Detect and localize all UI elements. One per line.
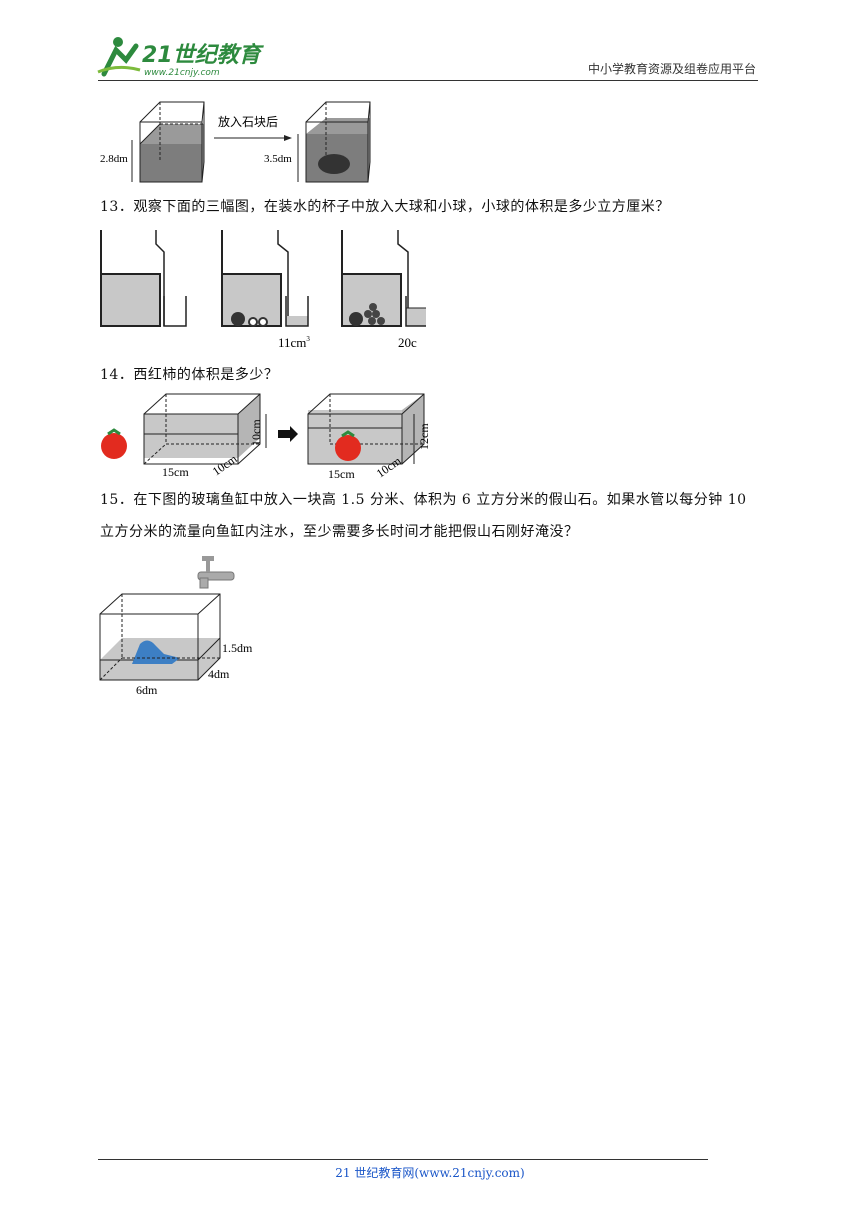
small-ball [258, 317, 268, 327]
question-13-text: 13．观察下面的三幅图，在装水的杯子中放入大球和小球，小球的体积是多少立方厘米？ [100, 199, 670, 215]
tank-width-label: 4dm [208, 667, 230, 681]
box-before [143, 393, 261, 465]
q15-fish-tank-figure: 1.5dm 4dm 6dm [99, 556, 253, 697]
rock-height-label: 1.5dm [222, 641, 253, 655]
tomato-icon [101, 428, 127, 459]
small-ball [364, 310, 372, 318]
faucet-icon [197, 556, 235, 589]
right-height-label: 3.5dm [264, 153, 292, 165]
header-logo: 21世纪教育 www.21cnjy.com [96, 36, 266, 80]
small-ball [377, 317, 385, 325]
left-height-label: 2.8dm [100, 153, 128, 165]
small-ball [368, 317, 376, 325]
logo-url: www.21cnjy.com [144, 68, 220, 78]
cup-1 [100, 230, 187, 327]
arrow-right-icon [284, 135, 292, 141]
small-ball [248, 317, 258, 327]
stone-tank-figure: 2.8dm 放入石块后 3.5dm [100, 101, 371, 183]
footer-divider [98, 1159, 708, 1160]
q14-tomato-figure: 10cm 15cm 10cm 12cm 15cm 10cm [101, 393, 431, 480]
question-15-line-1: 15．在下图的玻璃鱼缸中放入一块高 1.5 分米、体积为 6 立方分米的假山石。… [100, 492, 747, 508]
length-label: 15cm [162, 465, 189, 479]
footer-text[interactable]: 21 世纪教育网(www.21cnjy.com) [335, 1166, 525, 1180]
arrow-right-icon [278, 426, 298, 442]
big-ball [231, 312, 245, 326]
header-platform-text: 中小学教育资源及组卷应用平台 [587, 62, 756, 76]
arrow-label: 放入石块后 [218, 114, 278, 129]
stone-shape [318, 154, 350, 174]
cup-2 [221, 230, 309, 327]
height-before-label: 10cm [249, 419, 263, 446]
header-divider [98, 80, 758, 81]
cup-3 [341, 230, 426, 327]
big-ball [349, 312, 363, 326]
question-15-line-2: 立方分米的流量向鱼缸内注水，至少需要多长时间才能把假山石刚好淹没？ [100, 524, 579, 540]
cup-2-label: 11cm3 [278, 335, 310, 350]
tank-length-label: 6dm [136, 683, 158, 697]
small-ball [372, 310, 380, 318]
length-label: 15cm [328, 467, 355, 480]
small-ball [369, 303, 377, 311]
question-14-text: 14．西红柿的体积是多少？ [100, 367, 279, 383]
tomato-icon [335, 435, 361, 461]
height-after-label: 12cm [417, 423, 431, 450]
q13-cups-figure: 11cm3 20c [100, 230, 426, 350]
cup-3-label: 20c [398, 335, 417, 350]
box-after [307, 393, 425, 465]
left-tank-water [140, 144, 202, 182]
logo-graphic: 21世纪教育 www.21cnjy.com [97, 37, 265, 78]
logo-text: 21世纪教育 [142, 42, 265, 68]
